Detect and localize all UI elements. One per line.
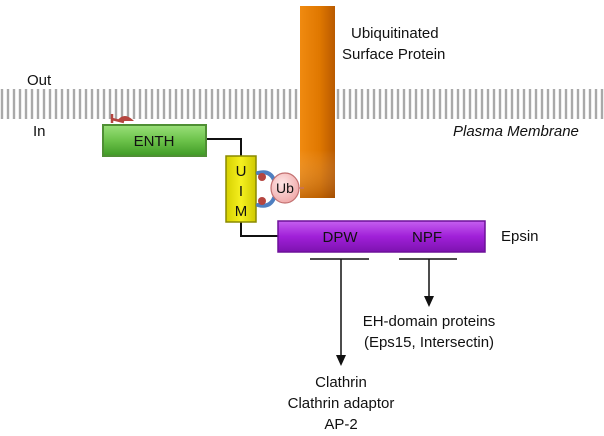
surface-protein-label-line1: Ubiquitinated	[351, 25, 439, 42]
out-label: Out	[27, 72, 52, 89]
plasma-membrane	[0, 89, 604, 119]
uim-letter-i: I	[239, 183, 243, 200]
dpw-arrowhead	[336, 355, 346, 366]
epsin-label: Epsin	[501, 228, 539, 245]
eh-label-line1: EH-domain proteins	[362, 313, 496, 330]
enth-domain	[102, 124, 207, 157]
surface-protein-label-line2: Surface Protein	[342, 46, 446, 63]
clathrin-label-line3: AP-2	[324, 416, 358, 433]
npf-arrowhead	[424, 296, 434, 307]
uim-letter-m: M	[235, 203, 248, 220]
uim-letter-u: U	[236, 163, 247, 180]
plasma-membrane-label: Plasma Membrane	[453, 123, 579, 140]
uim-epsin-linker	[240, 222, 278, 237]
uim-binding-motif-top	[256, 170, 276, 182]
epsin-cterminal-domain	[277, 220, 486, 253]
ub-label: Ub	[276, 180, 294, 196]
in-label: In	[33, 123, 46, 140]
dpw-label: DPW	[323, 229, 359, 246]
enth-uim-linker	[206, 138, 242, 156]
npf-label: NPF	[412, 229, 442, 246]
surface-protein-shading	[300, 6, 335, 198]
clathrin-label-line1: Clathrin	[315, 374, 367, 391]
uim-domain	[225, 155, 257, 223]
eh-label-line2: (Eps15, Intersectin)	[363, 334, 495, 351]
uim-binding-motif-bottom	[256, 196, 276, 208]
clathrin-label-line2: Clathrin adaptor	[287, 395, 395, 412]
lipid-anchor	[110, 114, 134, 124]
enth-label: ENTH	[134, 133, 175, 150]
